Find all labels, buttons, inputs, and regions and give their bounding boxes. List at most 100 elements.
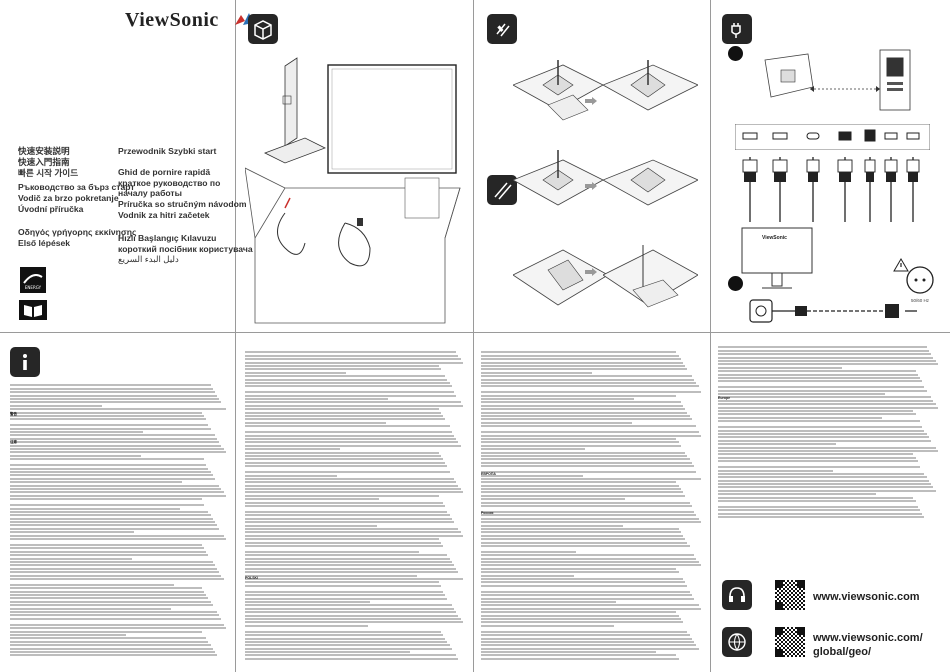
title-line: Hızlı Başlangıç Kılavuzu: [118, 232, 217, 243]
text-line: [10, 477, 215, 480]
title-line: 快速入門指南: [18, 156, 70, 167]
text-line: [718, 453, 914, 456]
text-line: [10, 647, 213, 650]
text-line: [245, 607, 454, 610]
step-2-badge: [728, 276, 743, 291]
text-line: [718, 429, 925, 432]
text-line: [245, 521, 454, 524]
global-url-link[interactable]: www.viewsonic.com/: [813, 632, 923, 644]
text-line: [718, 466, 921, 469]
text-line: [718, 376, 921, 379]
warning-triangle-icon: [893, 258, 909, 272]
title-line: Príručka so stručným návodom: [118, 199, 247, 210]
text-line: [481, 527, 679, 530]
text-line: [10, 538, 226, 541]
text-line: [10, 394, 218, 397]
text-line: [718, 449, 938, 452]
text-line: [10, 470, 211, 473]
title-line: Első lépések: [18, 237, 71, 248]
text-line: [245, 644, 450, 647]
text-line: [10, 594, 207, 597]
text-line: [245, 617, 461, 620]
text-line: [10, 623, 224, 626]
qr-code-global[interactable]: [775, 627, 805, 657]
text-line: [481, 637, 692, 640]
text-line: [245, 477, 454, 480]
text-line: [245, 630, 441, 633]
text-line: [481, 584, 688, 587]
text-line: [481, 567, 677, 570]
text-line: [10, 454, 141, 457]
brand-name: ViewSonic: [125, 9, 219, 31]
text-line: [245, 584, 441, 587]
text-line: [245, 494, 439, 497]
text-line: [718, 370, 916, 373]
text-line: [481, 491, 684, 494]
text-line: [245, 465, 448, 468]
text-line: [245, 561, 452, 564]
text-line: [718, 436, 929, 439]
text-line: [245, 484, 459, 487]
text-line: [245, 471, 450, 474]
text-line: [718, 366, 843, 369]
text-line: [245, 514, 450, 517]
connection-dotted-line: [810, 86, 880, 92]
global-url-link-line2[interactable]: global/geo/: [813, 646, 872, 658]
text-line: [10, 507, 181, 510]
text-line: [10, 414, 205, 417]
text-line: [245, 517, 452, 520]
text-line: [245, 381, 450, 384]
text-column-2: [245, 350, 465, 665]
monitor-back-illustration: [764, 53, 814, 98]
vertical-divider-1: [235, 0, 236, 672]
section-heading: Россия: [481, 511, 494, 515]
text-line: [481, 647, 699, 650]
text-line: [245, 398, 388, 401]
text-line: [245, 444, 461, 447]
text-line: [481, 505, 692, 508]
stand-attach-illustration-5: [513, 249, 608, 306]
text-line: [481, 481, 677, 484]
text-line: [245, 550, 419, 553]
text-line: [10, 434, 215, 437]
text-line: [718, 489, 936, 492]
text-line: [481, 511, 695, 514]
text-line: [10, 404, 102, 407]
text-line: [10, 467, 209, 470]
text-line: [481, 621, 684, 624]
text-line: [481, 408, 686, 411]
text-column-4: [718, 345, 940, 520]
text-line: [481, 557, 697, 560]
text-line: [718, 479, 929, 482]
vertical-divider-2: [473, 0, 474, 672]
text-line: [10, 531, 135, 534]
text-line: [481, 611, 677, 614]
text-line: [718, 493, 876, 496]
text-line: [718, 353, 932, 356]
text-line: [245, 527, 459, 530]
text-line: [10, 634, 126, 636]
section-heading: 注意: [10, 440, 17, 444]
text-line: [245, 654, 457, 657]
text-line: [245, 501, 443, 504]
arrow-icon: [585, 97, 597, 105]
text-line: [718, 410, 914, 413]
text-line: [245, 601, 371, 603]
text-line: [481, 564, 701, 567]
text-line: [245, 354, 459, 357]
title-line: началу работы: [118, 188, 182, 199]
text-line: [481, 401, 681, 404]
text-line: [245, 448, 340, 451]
text-line: [481, 624, 615, 627]
text-line: [718, 393, 885, 396]
qr-code-support[interactable]: [775, 580, 805, 610]
text-line: [245, 574, 417, 577]
vertical-divider-3: [710, 0, 711, 672]
text-line: [245, 458, 443, 461]
title-line: Ghid de pornire rapidă: [118, 166, 211, 177]
text-line: [245, 351, 457, 354]
title-line: Vodnik za hitri začetek: [118, 209, 210, 220]
support-url-link[interactable]: www.viewsonic.com: [813, 591, 920, 603]
cables-illustration: [742, 157, 920, 222]
text-column-1: [10, 383, 228, 663]
